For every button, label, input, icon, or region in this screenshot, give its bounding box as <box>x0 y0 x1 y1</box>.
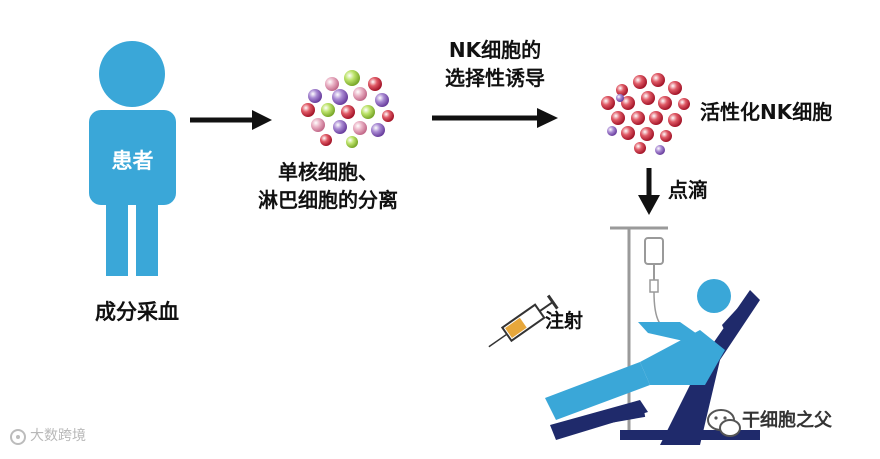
activated-nk-caption: 活性化NK细胞 <box>700 100 833 124</box>
syringe-icon <box>488 294 559 348</box>
separation-line-1: 单核细胞、 <box>278 160 378 184</box>
patient-torso-label: 患者 <box>111 149 154 173</box>
activated-nk-cell-cluster <box>601 73 690 155</box>
left-watermark-logo <box>10 429 26 445</box>
arrow-drip-down <box>638 168 660 215</box>
arrow-separate-to-induce <box>432 108 558 128</box>
blood-collection-caption: 成分采血 <box>95 300 179 324</box>
nk-induction-caption: NK细胞的 选择性诱导 <box>425 36 565 92</box>
right-watermark-text: 干细胞之父 <box>742 410 832 431</box>
separation-line-2: 淋巴细胞的分离 <box>258 188 398 212</box>
wechat-logo-icon <box>707 409 741 437</box>
cell-separation-caption: 单核细胞、 淋巴细胞的分离 <box>258 158 398 214</box>
mixed-cell-cluster <box>301 70 394 148</box>
treatment-chair-with-patient <box>545 279 760 445</box>
drip-caption: 点滴 <box>668 178 708 202</box>
left-watermark-text: 大数跨境 <box>30 428 86 444</box>
induction-line-1: NK细胞的 <box>448 38 542 62</box>
patient-figure <box>89 41 176 276</box>
induction-line-2: 选择性诱导 <box>445 66 545 90</box>
arrow-collect-to-separate <box>190 110 272 130</box>
injection-caption: 注射 <box>545 310 584 332</box>
